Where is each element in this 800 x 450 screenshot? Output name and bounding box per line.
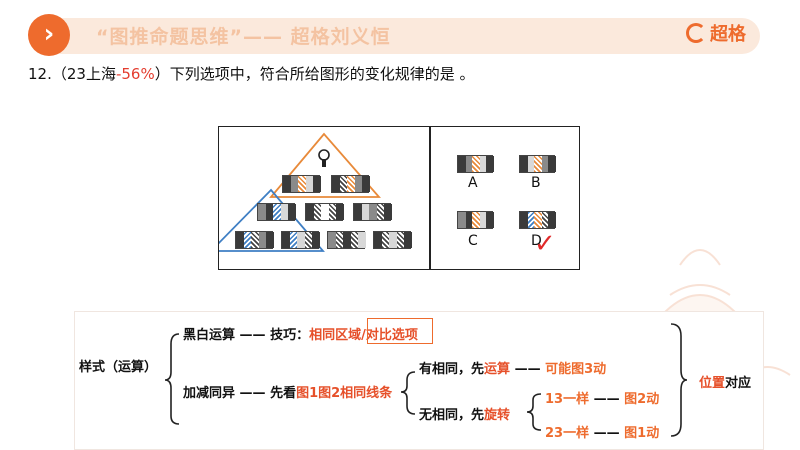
mm-sub2-prefix: 无相同，先 [419,408,485,423]
mm-sub2-item2-dash: —— [593,426,620,441]
mm-branch1-tip-red: 相同区域/ [309,328,366,343]
option-a-figure [457,155,494,173]
mm-sub1-prefix: 有相同，先 [419,362,485,377]
mm-branch2-prefix: 先看 [270,386,297,401]
option-b-figure [519,155,556,173]
orange-triangle [269,132,381,198]
row2-box2 [305,203,344,221]
mm-root: 样式（运算） [79,360,158,375]
mm-sub1-red: 运算 [484,362,511,377]
blue-triangle [219,188,325,252]
answer-check-icon: ✓ [534,229,556,259]
mm-branch1: 黑白运算 —— 技巧：相同区域/对比选项 [183,324,418,343]
mm-branch2-label: 加减同异 [183,386,236,401]
mm-conclusion-red: 位置 [699,376,726,391]
option-b-label[interactable]: B [531,175,541,191]
option-a-label[interactable]: A [468,175,478,191]
question-body: 下列选项中，符合所给图形的变化规律的是 。 [169,65,475,83]
mm-sub2-item2-label: 23一样 [545,426,590,441]
highlight-box [367,318,433,344]
row1-box1 [282,175,321,193]
mm-branch1-tip-boxed: 对比选项 [365,328,418,343]
row3-box1 [235,231,274,249]
header-background [40,18,760,54]
mm-sub2-red: 旋转 [484,408,511,423]
mm-sub2-item2: 23一样 —— 图1动 [545,422,659,441]
brand-name: 超格 [710,24,746,45]
mm-conclusion: 位置对应 [699,372,751,391]
question-correct-rate: -56% [115,65,155,83]
mm-branch1-label: 黑白运算 [183,328,236,343]
mm-sub2-item1-dash: —— [593,392,620,407]
mm-branch2-red: 图1图2相同线条 [296,386,393,401]
header-bar: › “图推命题思维”—— 超格刘义恒 超格 [0,0,800,58]
figure-divider [429,127,431,269]
option-d-figure [519,211,556,229]
option-c-figure [457,211,494,229]
question-source-suffix: ） [154,65,170,83]
mm-sub2-item1-label: 13一样 [545,392,590,407]
mm-sub1-result: 可能图3动 [545,362,607,377]
mm-conclusion-rest: 对应 [725,376,752,391]
mm-sub1: 有相同，先运算 —— 可能图3动 [419,358,606,377]
header-title: “图推命题思维”—— 超格刘义恒 [96,26,391,48]
mm-branch1-tip-label: 技巧： [270,328,310,343]
question-source-prefix: （23上海 [51,65,116,83]
brand-logo: 超格 [686,20,746,46]
mm-branch1-dash: —— [239,328,266,343]
row2-box3 [353,203,392,221]
mind-map: 样式（运算） 黑白运算 —— 技巧：相同区域/对比选项 加减同异 —— 先看图1… [74,311,764,450]
option-c-label[interactable]: C [468,233,478,249]
brand-g-icon [686,23,706,43]
mm-sub1-dash: —— [514,362,541,377]
mm-sub2-item1-result: 图2动 [624,392,660,407]
row3-box3 [327,231,366,249]
mm-branch2-dash: —— [239,386,266,401]
mm-sub2-item1: 13一样 —— 图2动 [545,388,659,407]
option-d-label[interactable]: D [531,233,542,249]
row1-box2 [331,175,370,193]
mm-sub2-item2-result: 图1动 [624,426,660,441]
row2-box1 [257,203,296,221]
mm-sub2: 无相同，先旋转 [419,404,510,423]
keyhole-icon [318,149,330,167]
question-number: 12. [28,65,52,83]
chevron-right-icon: › [28,14,70,56]
row3-box4 [373,231,412,249]
mind-map-connectors [164,323,688,437]
row3-box2 [281,231,320,249]
puzzle-figure: A B C D ✓ [218,126,580,270]
stem-figure [219,132,381,252]
question-text: 12.（23上海-56%）下列选项中，符合所给图形的变化规律的是 。 [28,63,475,84]
mm-branch2: 加减同异 —— 先看图1图2相同线条 [183,382,392,401]
